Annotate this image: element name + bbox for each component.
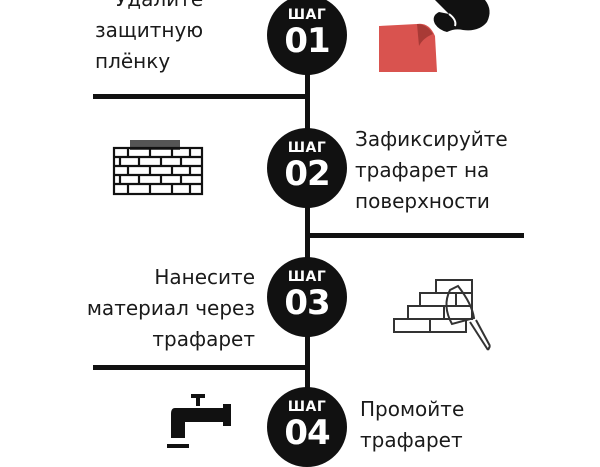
step-4-line-2: трафарет [360,428,463,452]
step-1-line-1: Удалите [95,0,203,15]
step-2-text: Зафиксируйте трафарет на поверхности [355,124,508,217]
step-3-badge: ШАГ 03 [267,257,347,337]
step-1-word: ШАГ [287,7,327,23]
step-3-number: 03 [284,283,330,323]
step-4-text: Промойте трафарет [360,394,464,456]
step-3-text: Нанесите материал через трафарет [87,262,255,355]
step-2-number: 02 [284,154,330,194]
connector-line-2 [308,233,524,238]
step-1-line-3: плёнку [95,49,171,73]
step-2-badge: ШАГ 02 [267,128,347,208]
step-4-number: 04 [284,413,330,453]
timeline-vertical-line [305,0,310,450]
step-2-line-3: поверхности [355,189,490,213]
step-2-line-1: Зафиксируйте [355,127,508,151]
trowel-bricks-icon [393,279,491,351]
step-4-badge: ШАГ 04 [267,387,347,467]
brick-wall-stencil-icon [112,140,204,196]
step-4-line-1: Промойте [360,397,465,421]
step-3-line-1: Нанесите [154,265,255,289]
step-1-number: 01 [284,21,330,61]
water-tap-icon [167,394,231,448]
step-3-word: ШАГ [287,269,327,285]
step-3-line-2: материал через [86,296,255,320]
step-3-line-3: трафарет [152,327,255,351]
step-1-line-2: защитную [95,18,204,42]
step-1-text: Удалите защитную плёнку [95,0,203,77]
peel-film-icon [379,0,490,72]
connector-line-3 [93,365,307,370]
connector-line-1 [93,94,307,99]
step-2-word: ШАГ [287,140,327,156]
step-1-badge: ШАГ 01 [267,0,347,75]
step-4-word: ШАГ [287,399,327,415]
step-2-line-2: трафарет на [355,158,490,182]
